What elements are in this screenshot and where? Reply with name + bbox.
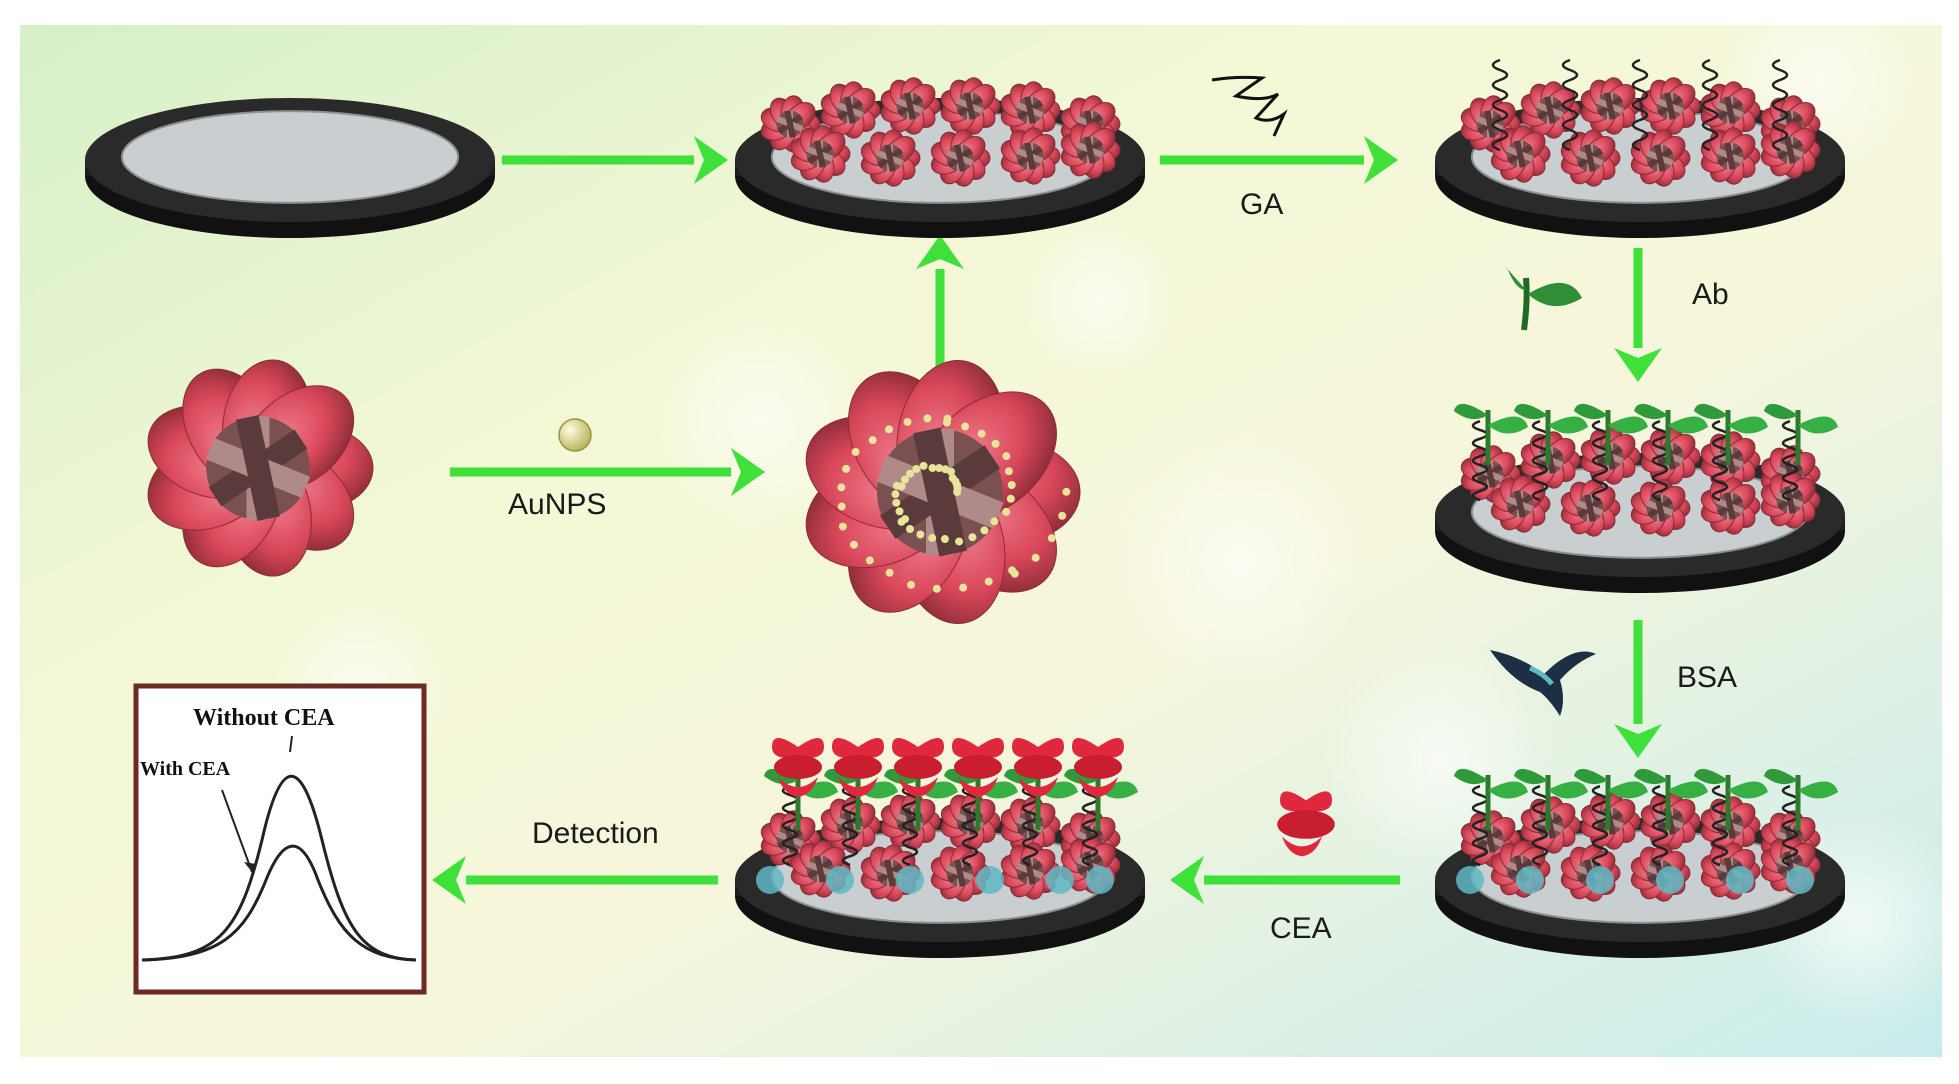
curve-without-cea [141,774,417,962]
antibody-sprout [1764,768,1838,830]
cea-antigen [1072,738,1124,797]
flower-particle [860,129,921,187]
cea-antigen [1012,738,1064,797]
flower-particle [1490,125,1551,183]
arrow-bsa-to-cea [1170,856,1400,904]
antibody-sprout [1514,768,1588,830]
antibody-sprout [1454,768,1528,830]
cea-antigen [952,738,1004,797]
arrow-ga-to-ab [1614,248,1662,382]
bsa-blob [756,866,784,894]
ga-helix [1771,58,1789,152]
curve-with-cea [141,844,417,962]
label-ga: GA [1240,188,1284,221]
bsa-blob [1086,866,1114,894]
pointer-without-cea [289,735,293,753]
flower-particle [1000,81,1061,139]
gold-nanoparticle-icon [558,418,592,452]
antibody-sprout [1574,403,1648,465]
arrow-ab-to-bsa [1614,620,1662,758]
bsa-blob [1516,866,1544,894]
ga-helix [1631,58,1649,152]
antibody-sprout [1634,768,1708,830]
antibody-sprout [1004,768,1078,830]
label-bsa: BSA [1677,661,1738,694]
antibody-sprout [1574,768,1648,830]
bsa-blob [1456,866,1484,894]
flower-particle [1630,129,1691,187]
antibody-sprout [1514,403,1588,465]
flower-particle [930,129,991,187]
label-detection: Detection [532,817,659,850]
bsa-blob [976,866,1004,894]
bsa-blob [1046,866,1074,894]
flower-particle [760,95,821,153]
plot-label-without-cea: Without CEA [193,705,335,731]
arrow-coated-to-ga [1160,136,1398,184]
plot-label-with-cea: With CEA [140,758,231,780]
flower-particle [880,77,941,135]
antibody-sprout [1694,768,1768,830]
label-ab: Ab [1692,278,1729,311]
label-aunps: AuNPS [508,488,607,521]
flower-particle [820,81,881,139]
cea-antigen [772,738,824,797]
antibody-sprout-icon [1504,265,1582,331]
antibody-sprout [1454,403,1528,465]
flower-particle [1560,129,1621,187]
flower-particle [1490,475,1551,533]
flower-particle [940,77,1001,135]
aunp-dots [837,414,1071,593]
flower-particle [1520,81,1581,139]
arrow-composite-up [916,235,964,368]
bsa-blob [826,866,854,894]
flower-particle [1060,121,1121,179]
label-cea: CEA [1270,912,1332,945]
flower-particle [1630,479,1691,537]
arrow-disk-to-coated [502,136,728,184]
bsa-blob [896,866,924,894]
antibody-sprout [1634,403,1708,465]
arrow-aunps [450,448,765,496]
bsa-blob [1656,866,1684,894]
bsa-blob [1726,866,1754,894]
cea-antigen [832,738,884,797]
flower-particle [790,125,851,183]
ga-helix [1561,58,1579,152]
bsa-blob [1586,866,1614,894]
disk-electrode-bare [85,98,495,238]
antibody-sprout [1764,403,1838,465]
ga-helix [1701,58,1719,152]
coated-flowers [760,77,1121,187]
flower-aunps-composite [805,359,1081,625]
cea-antigen-icon [1277,791,1335,857]
flower-nanostructure [147,359,374,577]
flower-particle [1640,77,1701,135]
flower-particle [1700,127,1761,185]
pointer-with-cea [221,789,253,873]
arrow-cea-to-detection [432,856,718,904]
cea-antigen [892,738,944,797]
antibody-sprout [1694,403,1768,465]
flower-particle [1760,471,1821,529]
voltammogram-plot [133,683,427,995]
glutaraldehyde-icon [1211,75,1288,137]
flower-particle [1000,127,1061,185]
ga-helix [1491,58,1509,152]
bsa-bird-icon [1490,650,1596,716]
bsa-blob [1786,866,1814,894]
ga-flowers [1460,77,1821,187]
flower-particle [1580,77,1641,135]
flower-particle [1760,121,1821,179]
